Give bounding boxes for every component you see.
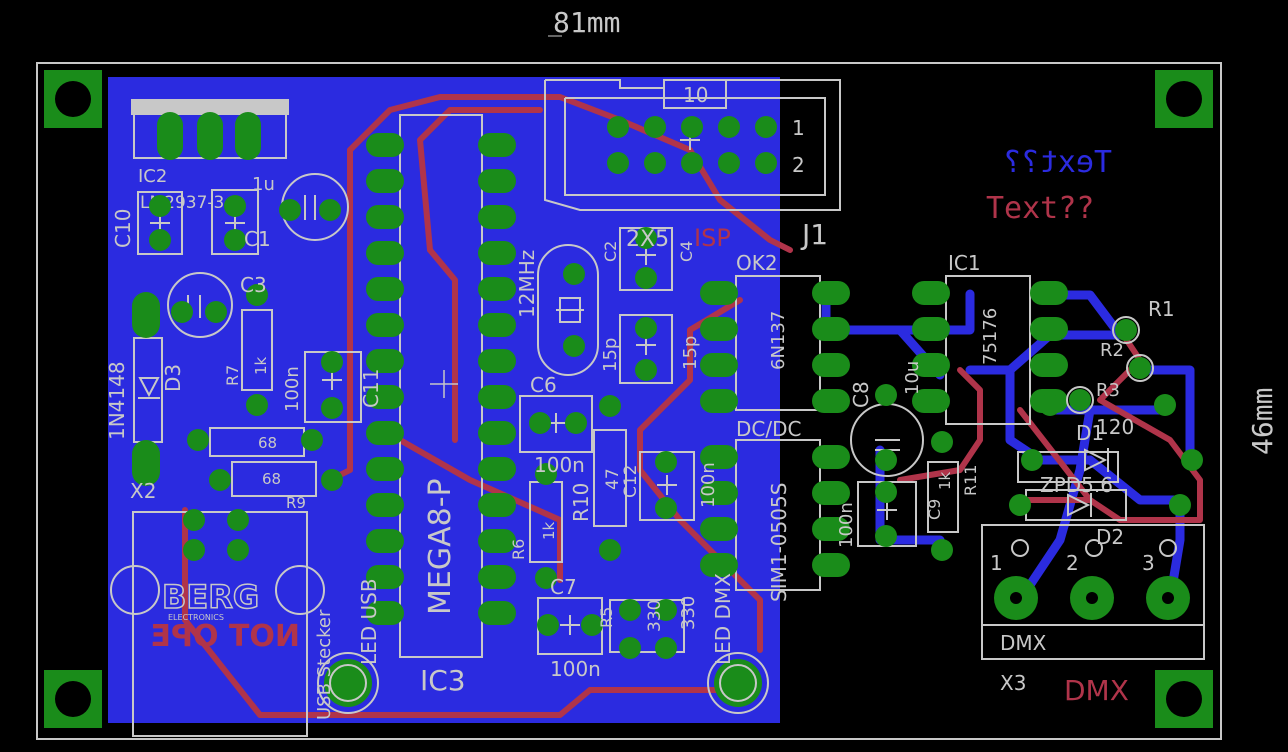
c6-label: C6 [530, 373, 557, 397]
zener-value-label: ZPD5.6 [1040, 473, 1113, 497]
c1-value-label: 1u [252, 174, 275, 195]
j1-pin2-label: 2 [792, 153, 805, 177]
r6-value-label: 1k [540, 521, 558, 540]
berg-logo-text: BERG [162, 578, 259, 616]
r7-value-label: 1k [252, 356, 270, 375]
ic3-value-label: MEGA8-P [423, 478, 458, 615]
c9-label: C9 [925, 499, 944, 520]
x3-pin2-label: 2 [1066, 551, 1079, 575]
c10-label: C10 [111, 209, 135, 248]
dcdc-label: DC/DC [736, 417, 801, 441]
origin-cross [430, 370, 458, 398]
r11-label: R11 [961, 465, 980, 496]
c11-value-label: 100n [282, 366, 303, 412]
led-dmx-label: LED DMX [711, 573, 735, 665]
drill-holes [1010, 592, 1174, 604]
c9-value-label: 100n [836, 502, 857, 548]
d3-value-label: 1N4148 [105, 361, 129, 440]
r1-value-label: 120 [1096, 415, 1134, 439]
r10-label: R10 [569, 483, 593, 522]
red-text: Text?? [986, 191, 1094, 226]
r3-label: R3 [1096, 380, 1120, 401]
board-outline [36, 62, 1222, 740]
c1-label: C1 [244, 227, 271, 251]
ic1-label: IC1 [948, 251, 981, 275]
x3-pin3-label: 3 [1142, 551, 1155, 575]
r9-value-label: 68 [262, 470, 281, 488]
d1-label: D1 [1076, 421, 1104, 445]
c12-label: C12 [621, 464, 641, 498]
r5-value-label: 330 [678, 596, 699, 630]
r2-label: R2 [1100, 340, 1124, 361]
r10-value-label: 47 [603, 468, 623, 490]
x2-label: X2 [130, 479, 156, 503]
d2-label: D2 [1096, 525, 1124, 549]
dcdc-value-label: SIM1-0505S [767, 483, 791, 602]
r4-value-label: 330 [645, 600, 665, 632]
mirrored-berg-text: NOT OPE [150, 619, 300, 654]
diode-symbols [138, 377, 1109, 517]
ok2-value-label: 6N137 [768, 311, 789, 370]
x3-pin1-label: 1 [990, 551, 1003, 575]
j1-pin10-label: 10 [683, 83, 708, 107]
r5-label: R5 [597, 607, 616, 628]
r1-label: R1 [1148, 297, 1175, 321]
isp-label: ISP [694, 224, 731, 252]
c2-value-label: 15p [680, 336, 701, 370]
dimension-width-label: 81mm [553, 6, 620, 39]
dmx-red-label: DMX [1064, 674, 1129, 707]
mirrored-blue-text: Text?? [1004, 145, 1112, 180]
c3-side-label: 15p [600, 338, 621, 372]
c8-label: C8 [849, 381, 873, 408]
passive-outlines [110, 114, 1205, 737]
usb-connector-label: USB Stecker [314, 609, 335, 720]
led-usb-label: LED USB [357, 578, 381, 665]
ok2-label: OK2 [736, 251, 778, 275]
dimension-top: 81mm [548, 6, 620, 39]
berg-sub-text: ELECTRONICS [168, 613, 224, 622]
led-outlines [317, 316, 1177, 714]
board-texts: Text?? Text?? ISP DMX BERG ELECTRONICS N… [150, 145, 1128, 707]
x3-dmx-label: DMX [1000, 631, 1047, 655]
c2-label: C2 [601, 241, 620, 262]
ic1-value-label: 75176 [980, 308, 1001, 365]
isp-header-type-label: 2X5 [626, 227, 669, 252]
c11-label: C11 [359, 369, 383, 408]
x3-label: X3 [1000, 671, 1026, 695]
c7-value-label: 100n [550, 657, 601, 681]
r6-label: R6 [509, 539, 528, 560]
mounting-holes [44, 70, 1213, 728]
c8-value-label: 10u [902, 361, 923, 395]
crystal-q1 [556, 297, 584, 323]
ic2-label: IC2 [138, 166, 167, 187]
c12-value-label: 100n [698, 462, 719, 508]
j1-label: J1 [800, 218, 828, 251]
r8-value-label: 68 [258, 434, 277, 452]
r11-value-label: 1k [936, 471, 954, 490]
r7-label: R7 [223, 365, 242, 386]
top-traces [182, 94, 1203, 718]
crystal-label: 12MHz [515, 250, 539, 318]
c3-label: C3 [240, 273, 267, 297]
j1-pin1-label: 1 [792, 116, 805, 140]
r9-label: R9 [286, 494, 306, 512]
c4-label: C4 [677, 241, 696, 262]
c7-label: C7 [550, 575, 577, 599]
d3-label: D3 [161, 364, 185, 392]
c6-value-label: 100n [534, 453, 585, 477]
ic3-label: IC3 [420, 664, 466, 697]
dimension-height-label: 46mm [1246, 388, 1279, 455]
